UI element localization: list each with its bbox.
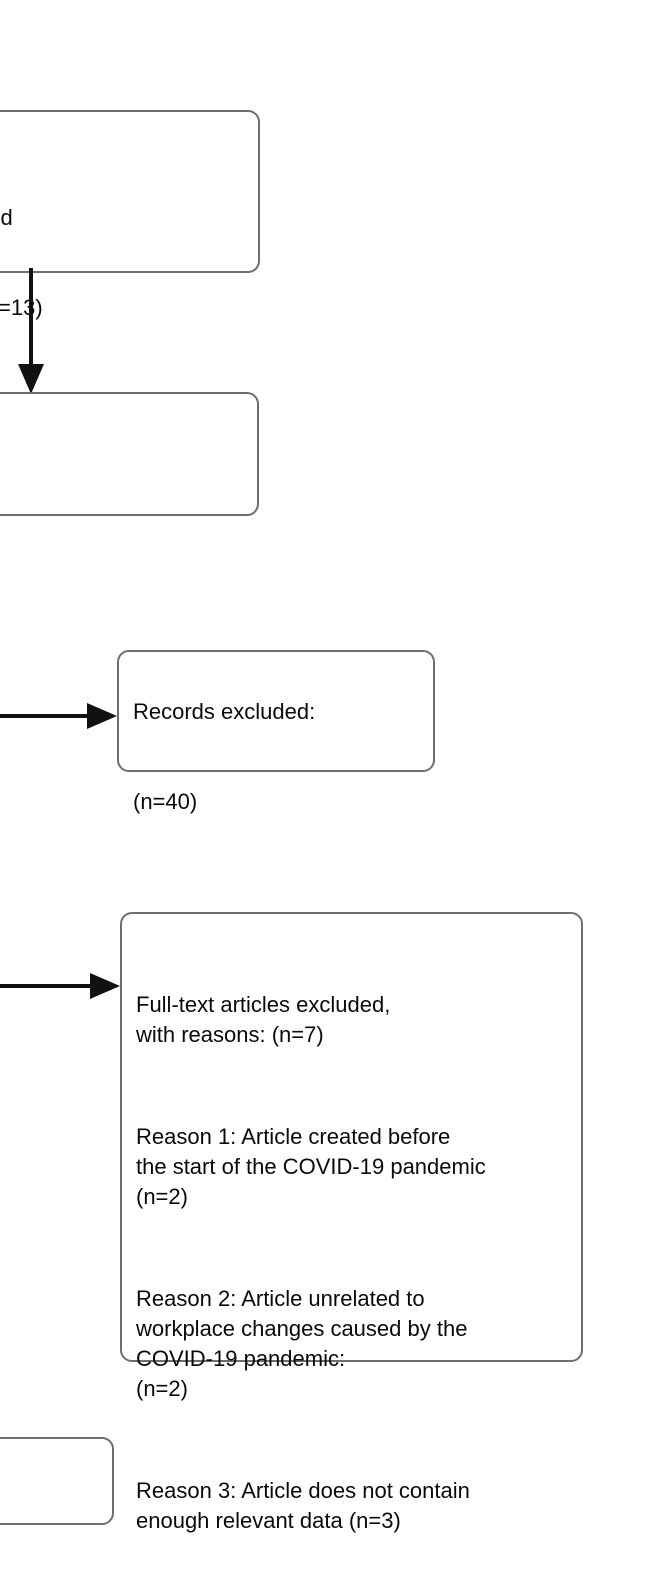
records-excluded-box	[117, 650, 435, 772]
exclusion-reason-3: Reason 3: Article does not contain enoug…	[136, 1478, 470, 1533]
records-excluded-text: Records excluded: (n=40)	[133, 637, 433, 877]
included-studies-box	[0, 1437, 114, 1525]
records-identified-line1: rds identified	[0, 205, 13, 230]
full-text-articles-excluded-box	[120, 912, 583, 1362]
included-studies-line1: TUDIES:	[0, 1493, 110, 1523]
exclusion-reason-1: Reason 1: Article created before the sta…	[136, 1124, 486, 1209]
exclusion-summary: Full-text articles excluded, with reason…	[136, 992, 391, 1047]
records-excluded-line2: (n=40)	[133, 789, 198, 814]
exclusion-reason-2: Reason 2: Article unrelated to workplace…	[136, 1286, 468, 1401]
screening-box	[0, 392, 259, 516]
records-identified-line2: earches: (n=13)	[0, 295, 43, 320]
records-identified-box	[0, 110, 260, 273]
records-identified-text: rds identified earches: (n=13)	[0, 143, 260, 383]
included-studies-text: TUDIES: n=27)	[0, 1433, 110, 1586]
arrow-to-full-text-excluded	[0, 973, 120, 999]
arrow-to-records-excluded	[0, 703, 117, 729]
full-text-articles-excluded-text: Full-text articles excluded, with reason…	[136, 930, 576, 1586]
arrow-identification-to-screening	[18, 268, 44, 394]
records-excluded-line1: Records excluded:	[133, 699, 316, 724]
